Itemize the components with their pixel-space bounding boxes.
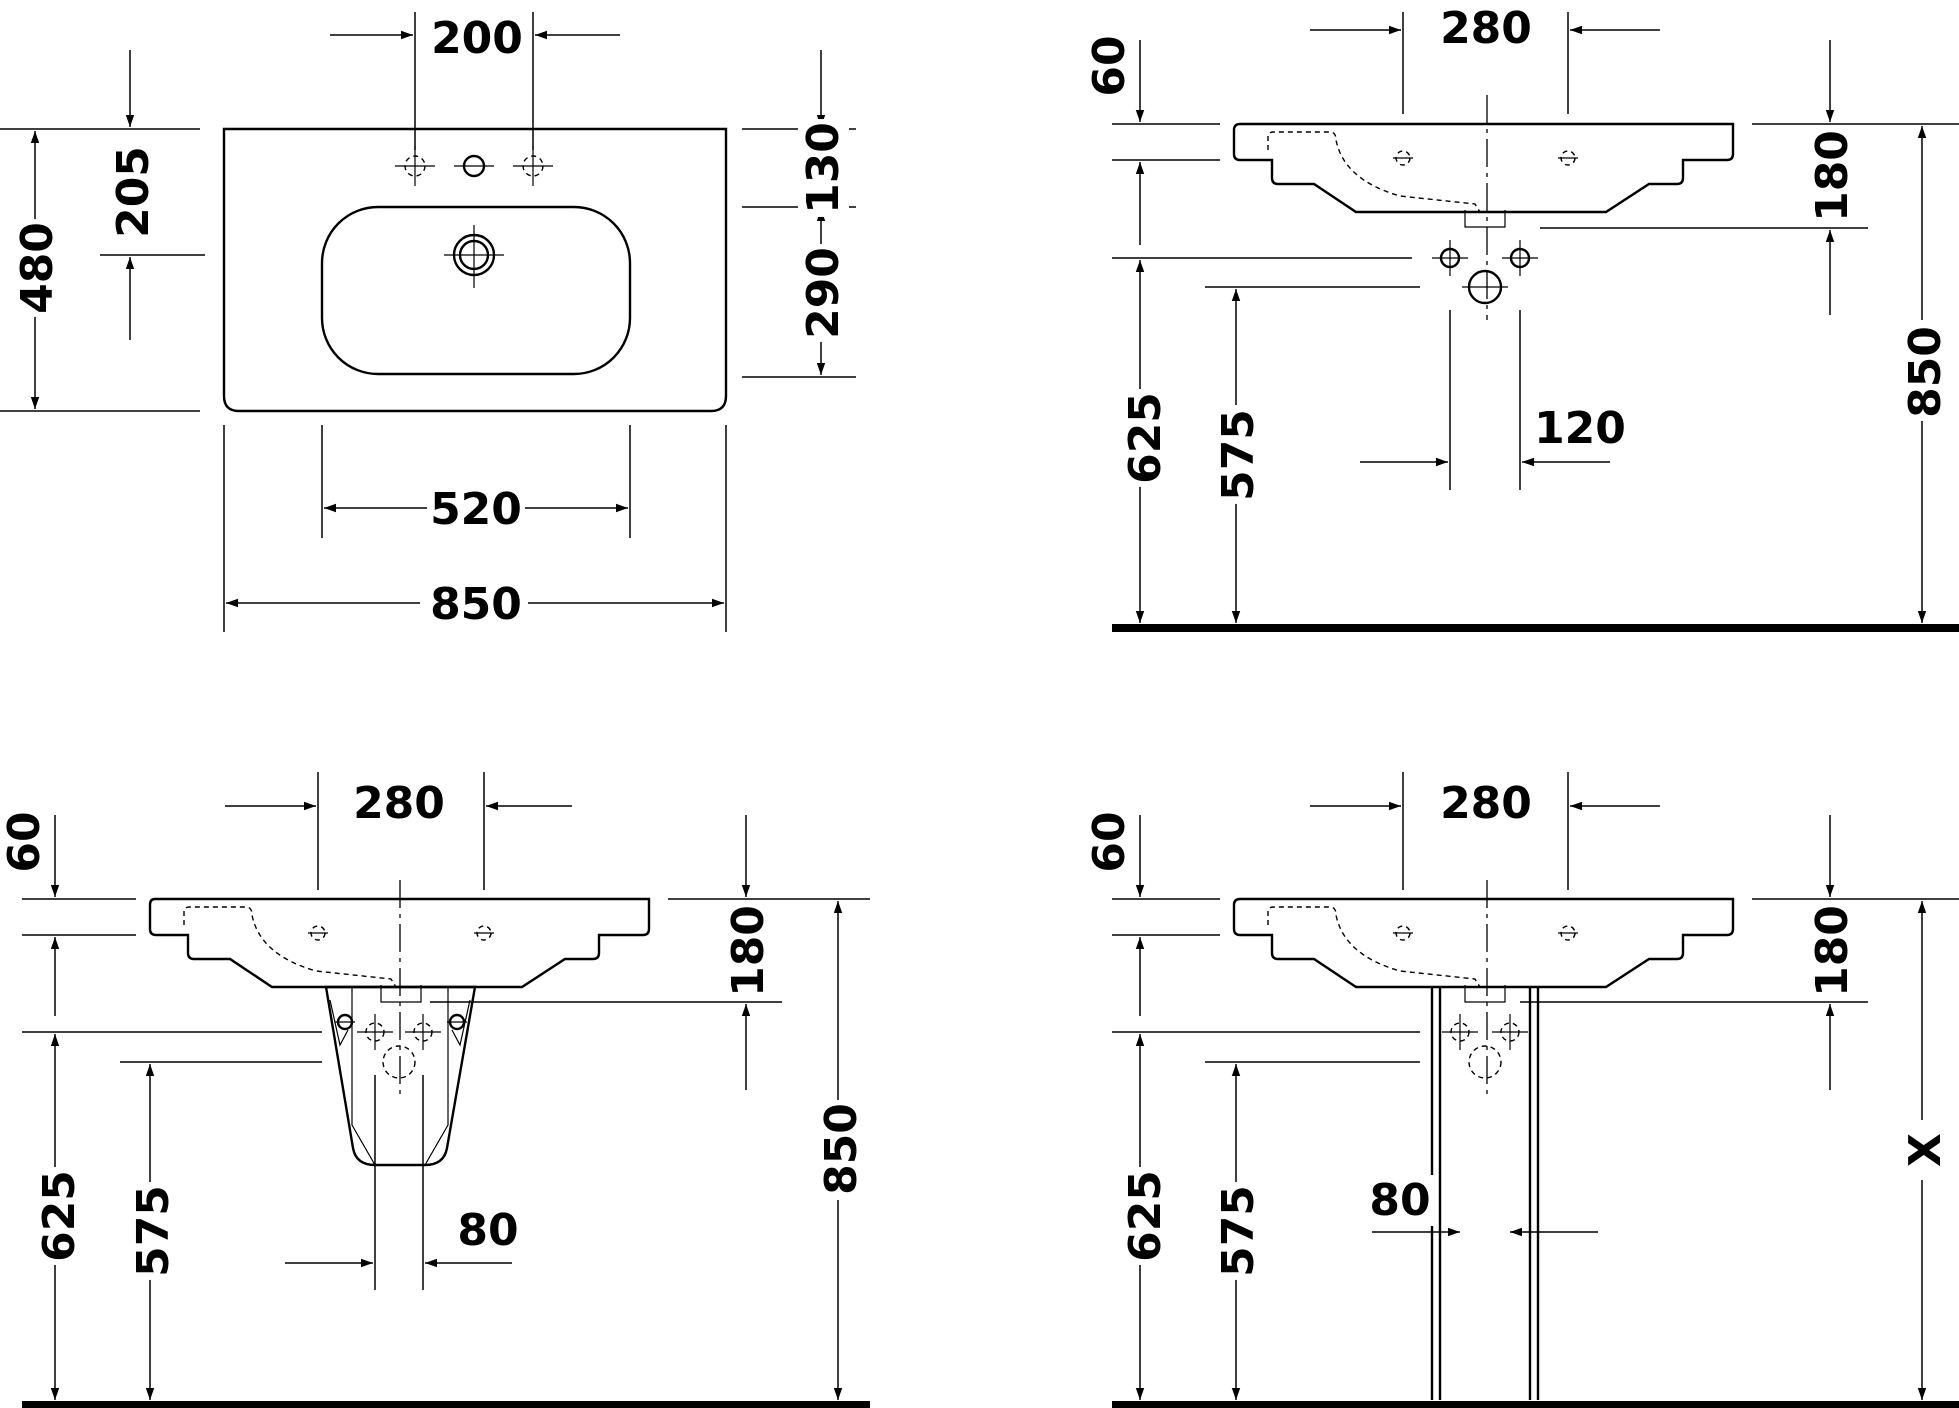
side-view-semi-pedestal: 280 60 180 850 80 625 575 [0, 772, 870, 1408]
dim-floor-to-supply: 625 [1120, 392, 1171, 484]
dim-hole-spacing: 280 [1440, 3, 1532, 54]
dim-rim-thickness: 60 [1084, 811, 1135, 872]
dim-leg-width: 80 [1369, 1175, 1430, 1226]
dim-width: 850 [430, 579, 522, 630]
tap-holes [395, 146, 553, 186]
top-view: 200 205 480 130 290 520 850 [0, 12, 856, 632]
dim-variable-height: X [1900, 1133, 1951, 1167]
dim-bowl-height: 180 [1807, 905, 1858, 997]
support-legs [1430, 987, 1540, 1400]
dim-basin-depth: 290 [798, 247, 849, 339]
supply-valves [1442, 1014, 1528, 1079]
drain-icon [444, 225, 504, 288]
bowl-outline [320, 205, 632, 376]
dim-floor-to-drain: 575 [128, 1185, 179, 1277]
dim-back-to-basin: 130 [798, 122, 849, 214]
basin-profile [1232, 897, 1735, 989]
dim-depth: 480 [12, 222, 63, 314]
side-view-wall: 280 60 180 850 120 625 575 [1084, 3, 1959, 632]
dim-floor-to-rim: 850 [816, 1103, 867, 1195]
dim-basin-width: 520 [430, 484, 522, 535]
supply-valves [357, 1014, 441, 1079]
dim-floor-to-supply: 625 [34, 1170, 85, 1262]
dim-bowl-height: 180 [723, 905, 774, 997]
supply-valves [1432, 240, 1538, 305]
dim-pedestal-width: 80 [457, 1205, 518, 1256]
dim-hole-spacing: 280 [1440, 778, 1532, 829]
dim-floor-to-supply: 625 [1120, 1170, 1171, 1262]
dim-top-to-drain: 205 [108, 146, 159, 238]
dim-bowl-height: 180 [1807, 130, 1858, 222]
side-view-legs: 280 60 180 X 80 625 575 [1084, 772, 1959, 1408]
dim-hole-spacing: 280 [353, 778, 445, 829]
dim-floor-to-drain: 575 [1213, 409, 1264, 501]
dim-floor-to-drain: 575 [1213, 1185, 1264, 1277]
dim-floor-to-rim: 850 [1900, 326, 1951, 418]
dim-rim-thickness: 60 [1084, 35, 1135, 96]
dim-trap-spacing: 120 [1534, 403, 1626, 454]
basin-profile [148, 897, 651, 989]
dim-rim-thickness: 60 [0, 811, 50, 872]
basin-profile [1232, 122, 1735, 214]
basin-outline [222, 127, 728, 413]
dim-hole-spacing: 200 [431, 13, 523, 64]
